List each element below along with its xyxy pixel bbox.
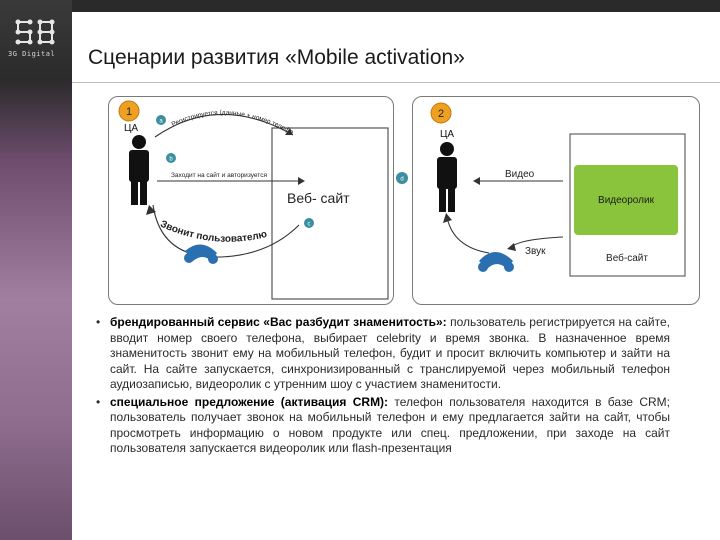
sidebar: 3G Digital: [0, 0, 72, 540]
step-marker-c: [304, 218, 314, 228]
call-arrow-head: [146, 205, 156, 215]
person-icon: [129, 135, 149, 205]
phone-icon: [184, 244, 218, 264]
video-arrow-head: [473, 177, 480, 185]
register-arrow-head: [285, 128, 293, 135]
actor-label: ЦА: [124, 123, 138, 134]
bullet-dot-icon: •: [96, 394, 101, 409]
bullet-heading: брендированный сервис «Вас разбудит знам…: [110, 315, 447, 329]
video-box-label: Видеоролик: [598, 195, 655, 206]
svg-text:b: b: [169, 157, 173, 163]
register-arrow: [154, 114, 294, 138]
slide-title: Сценарии развития «Mobile activation»: [88, 46, 465, 69]
top-bar: [72, 0, 720, 12]
logo-icon: [15, 19, 55, 45]
scenario-2-diagram: 2 ЦА Видеоролик Веб-сайт Видео Звук: [430, 102, 686, 277]
bullet-text: телефон пользователя находится в базе CR…: [110, 394, 670, 456]
call-arrow: [152, 204, 300, 258]
video-box: [574, 165, 678, 235]
bullet-list: • брендированный сервис «Вас разбудит зн…: [96, 315, 671, 459]
website-label: Веб- сайт: [287, 190, 350, 206]
svg-text:a: a: [159, 119, 163, 125]
connector-marker: d: [396, 172, 408, 184]
sound-label: Звук: [525, 246, 546, 257]
svg-text:d: d: [400, 177, 403, 183]
step-number: 2: [438, 108, 444, 120]
bullet-text: пользователь регистрируется на сайте, вв…: [110, 315, 671, 391]
bullet-item: • специальное предложение (активация CRM…: [96, 394, 670, 457]
sound-arrow-head: [507, 243, 516, 251]
title-divider: [72, 82, 720, 83]
call-arrow: [446, 216, 490, 254]
step-number-badge: [430, 102, 452, 124]
step-number: 1: [126, 106, 132, 118]
scenario-1-diagram: 1 ЦА Веб- сайт Регистрируется (данные + …: [109, 97, 389, 300]
bullet-heading: специальное предложение (активация CRM):: [110, 394, 389, 409]
login-label: Заходит на сайт и авторизуется: [171, 171, 267, 179]
video-label: Видео: [505, 169, 535, 180]
scenario-panel-2: 2 ЦА Видеоролик Веб-сайт Видео Звук: [412, 96, 700, 305]
login-arrow-head: [298, 177, 305, 185]
website-box: [271, 127, 389, 300]
call-label: Звонит пользователю: [159, 219, 269, 245]
step-marker-a: [156, 115, 166, 125]
actor-label: ЦА: [440, 129, 454, 140]
person-icon: [437, 142, 457, 212]
website-label: Веб-сайт: [606, 252, 648, 264]
bullet-item: • брендированный сервис «Вас разбудит зн…: [96, 315, 671, 393]
step-number-badge: [118, 100, 140, 122]
step-marker-b: [166, 153, 176, 163]
phone-icon: [478, 252, 514, 272]
scenario-panel-1: 1 ЦА Веб- сайт Регистрируется (данные + …: [108, 96, 394, 305]
call-arrow-head: [443, 213, 452, 223]
svg-text:c: c: [308, 222, 311, 228]
logo-text: 3G Digital: [8, 50, 56, 58]
bullet-dot-icon: •: [96, 315, 101, 329]
